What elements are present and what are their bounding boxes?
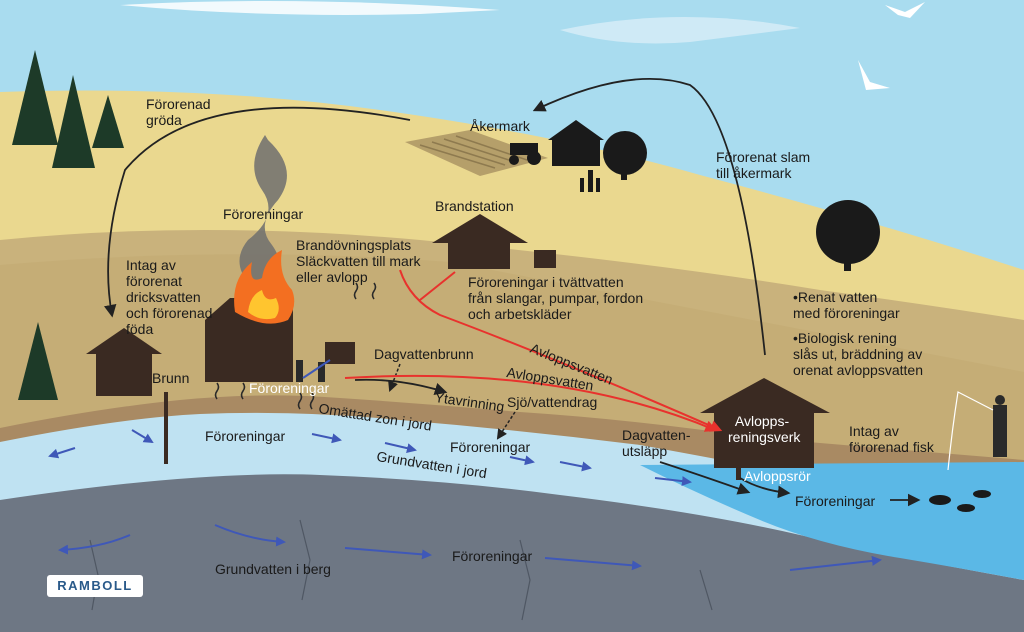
well-pipe bbox=[164, 392, 168, 464]
label-dagvattenbrunn: Dagvattenbrunn bbox=[374, 346, 474, 362]
label-fororeningar-bedrock: Föroreningar bbox=[452, 548, 533, 564]
label-biologisk-rening: •Biologisk rening slås ut, bräddning av … bbox=[793, 330, 923, 378]
sewage-plant-icon bbox=[700, 378, 830, 468]
cloud-icon bbox=[560, 16, 800, 44]
label-fororeningar-tvattvatten: Föroreningar i tvättvatten från slangar,… bbox=[468, 274, 644, 322]
smoke bbox=[239, 135, 287, 290]
label-fororeningar-smoke: Föroreningar bbox=[223, 206, 304, 222]
seepage-icon bbox=[214, 282, 377, 410]
label-renat-vatten: •Renat vatten med föroreningar bbox=[793, 289, 900, 321]
arrow-sludge-to-field bbox=[532, 77, 766, 356]
label-grundvatten-berg: Grundvatten i berg bbox=[215, 561, 331, 577]
farmhouse-icon bbox=[548, 120, 604, 166]
fire-core bbox=[248, 290, 279, 320]
conifer-tree-icon bbox=[12, 50, 124, 400]
arrow-crop-to-house bbox=[103, 106, 411, 318]
label-brandovningsplats: Brandövningsplats Släckvatten till mark … bbox=[296, 237, 421, 285]
label-avloppsreningsverk: Avlopps- reningsverk bbox=[728, 413, 801, 445]
bedrock-cracks bbox=[89, 519, 713, 621]
fire bbox=[234, 250, 295, 324]
fire-station-icon bbox=[432, 214, 528, 269]
residential-house-icon bbox=[86, 328, 162, 396]
label-brunn: Brunn bbox=[152, 370, 190, 386]
ramboll-logo: RAMBOLL bbox=[47, 575, 143, 597]
label-fororeningar-gw-left: Föroreningar bbox=[205, 428, 286, 444]
arrow-sjo bbox=[496, 411, 516, 440]
label-fororenat-slam: Förorenat slam till åkermark bbox=[716, 149, 811, 181]
label-intag-fisk: Intag av förorenad fisk bbox=[849, 423, 934, 455]
arrow-station-branch bbox=[419, 271, 456, 301]
fishing-rod bbox=[947, 391, 994, 471]
label-sjo-vattendrag: Sjö/vattendrag bbox=[507, 394, 598, 410]
arrow-avloppsror bbox=[739, 477, 791, 499]
cloud-icon bbox=[120, 1, 500, 15]
fisherman-icon bbox=[993, 395, 1007, 457]
label-fororeningar-fish: Föroreningar bbox=[795, 493, 876, 509]
groundwater-flow-arrows bbox=[48, 429, 882, 571]
fish-icon bbox=[929, 490, 991, 512]
label-akermark: Åkermark bbox=[470, 118, 530, 134]
bedrock bbox=[0, 474, 1024, 632]
label-dagvatten-utslapp: Dagvatten- utsläpp bbox=[622, 427, 691, 459]
deciduous-tree-icon bbox=[603, 131, 880, 271]
arrow-dagvatten-outlet bbox=[659, 461, 751, 495]
lake bbox=[640, 462, 1024, 580]
arrow-avloppsvatten-station bbox=[399, 269, 723, 432]
label-fororenad-groda: Förorenad gröda bbox=[146, 96, 211, 128]
label-fororeningar-lake: Föroreningar bbox=[450, 439, 531, 455]
fire-engine-icon bbox=[325, 342, 355, 364]
arrow-ytavrinning bbox=[354, 378, 448, 396]
family-icon bbox=[580, 170, 600, 192]
sewage-outlet bbox=[736, 468, 741, 480]
label-brandstation: Brandstation bbox=[435, 198, 514, 214]
label-fororeningar-ground: Föroreningar bbox=[249, 380, 330, 396]
arrow-avloppsvatten-fire bbox=[344, 374, 718, 432]
hose bbox=[302, 359, 331, 379]
field-furrows bbox=[419, 135, 528, 169]
seagull-icon bbox=[858, 2, 925, 90]
label-intag-dricksvatten: Intag av förorenat dricksvatten och föro… bbox=[126, 257, 213, 337]
fire-truck-icon bbox=[534, 250, 556, 268]
label-avloppsror: Avloppsrör bbox=[744, 468, 811, 484]
tractor-icon bbox=[509, 143, 541, 165]
firefighters-icon bbox=[296, 360, 325, 382]
